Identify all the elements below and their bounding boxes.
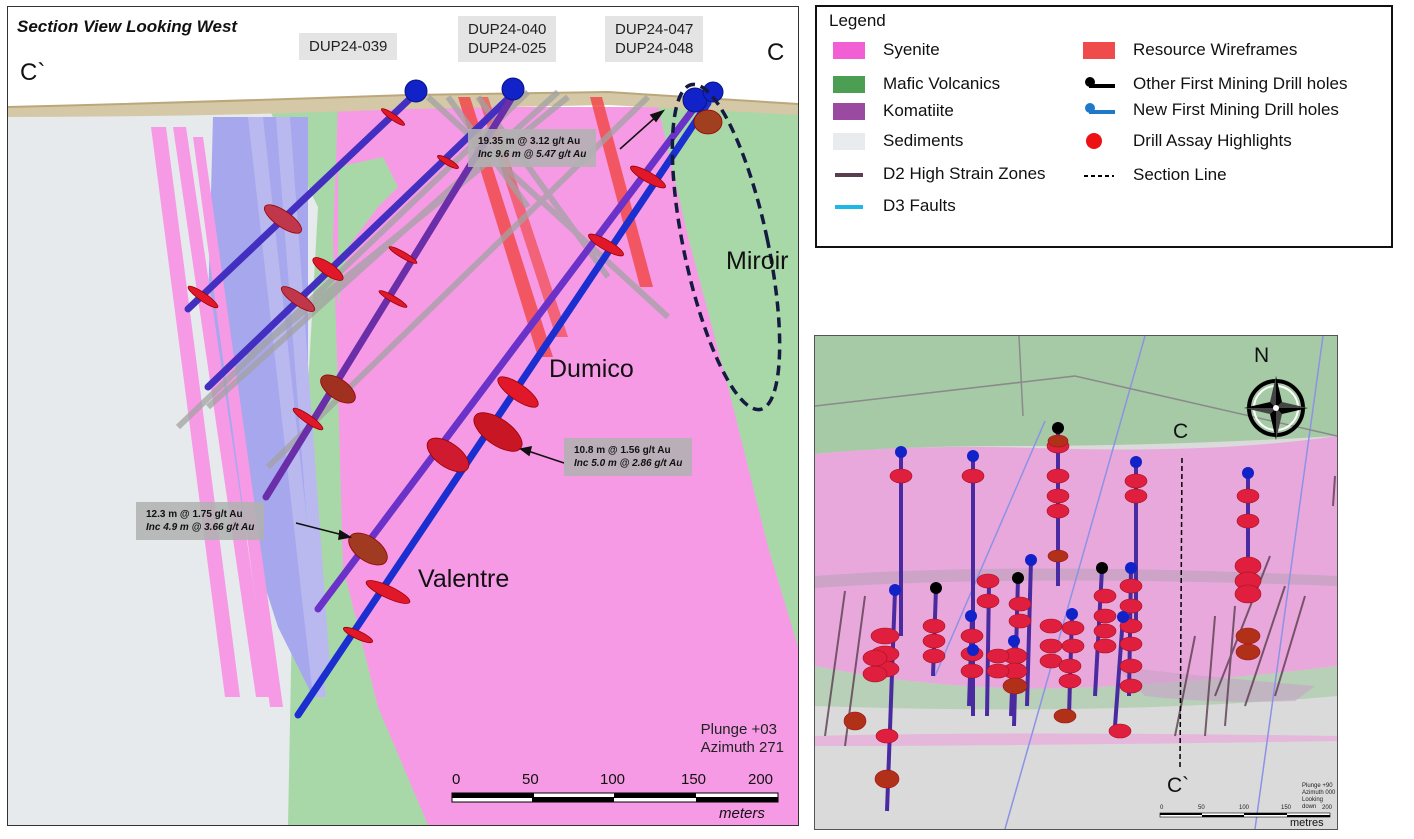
plan-scale-bar xyxy=(1159,812,1331,818)
plan-scale-tick-100: 100 xyxy=(1239,805,1250,811)
scale-tick-200: 200 xyxy=(748,771,774,788)
assay-callout-2: 10.8 m @ 1.56 g/t Au Inc 5.0 m @ 2.86 g/… xyxy=(564,438,693,476)
hole-tag-3: DUP24-047 DUP24-048 xyxy=(605,16,704,62)
plan-scale-tick-50: 50 xyxy=(1198,805,1205,811)
legend-item-mafic-volcanics: Mafic Volcanics xyxy=(833,74,1000,94)
scale-tick-150: 150 xyxy=(681,771,707,788)
view-orientation: Plunge +03 Azimuth 271 xyxy=(700,721,784,756)
plan-view-panel: N C C` Plunge +90 Azimuth 000 Looking do… xyxy=(814,335,1338,830)
resource-wireframes-swatch xyxy=(1083,41,1115,59)
plan-geology-map xyxy=(815,336,1337,829)
legend-item-komatiite: Komatiite xyxy=(833,101,954,121)
scale-tick-100: 100 xyxy=(600,771,626,788)
north-arrow-icon xyxy=(1244,376,1308,440)
sediments-swatch xyxy=(833,132,865,150)
hole-tag-2: DUP24-040 DUP24-025 xyxy=(458,16,557,62)
plan-scale-unit: metres xyxy=(1290,817,1324,829)
komatiite-swatch xyxy=(833,102,865,120)
scale-unit: meters xyxy=(719,805,765,822)
plan-scale-tick-200: 200 xyxy=(1322,805,1333,811)
plan-section-line xyxy=(1179,457,1183,769)
plan-c-bottom-label: C` xyxy=(1167,774,1190,797)
plan-c-top-label: C xyxy=(1173,420,1189,443)
legend-item-resource-wireframes: Resource Wireframes xyxy=(1083,40,1297,60)
legend-item-other-drill-holes: Other First Mining Drill holes xyxy=(1083,74,1347,94)
syenite-swatch xyxy=(833,41,865,59)
plan-scale-tick-150: 150 xyxy=(1281,805,1292,811)
legend: Legend Syenite Mafic Volcanics Komatiite… xyxy=(815,5,1393,248)
zone-label-valentre: Valentre xyxy=(418,565,510,593)
assay-dot-symbol xyxy=(1083,132,1115,150)
section-view-panel: Section View Looking West C` C DUP24-039… xyxy=(7,6,799,826)
plan-view-orientation: Plunge +90 Azimuth 000 Looking down xyxy=(1302,783,1336,810)
hole-tag-1: DUP24-039 xyxy=(299,33,398,60)
legend-item-section-line: Section Line xyxy=(1083,165,1227,185)
legend-item-drill-assay-highlights: Drill Assay Highlights xyxy=(1083,131,1292,151)
section-line-symbol xyxy=(1083,167,1115,184)
plan-north-label: N xyxy=(1254,344,1270,367)
scale-bar xyxy=(451,792,779,803)
plan-scale-tick-0: 0 xyxy=(1160,805,1164,811)
legend-title: Legend xyxy=(829,11,886,30)
scale-tick-0: 0 xyxy=(452,771,461,788)
section-geology-map xyxy=(8,77,798,825)
legend-item-new-drill-holes: New First Mining Drill holes xyxy=(1083,100,1339,120)
d2-line-symbol xyxy=(833,166,865,183)
mafic-volcanics-swatch xyxy=(833,75,865,93)
d3-line-symbol xyxy=(833,198,865,215)
assay-callout-3: 12.3 m @ 1.75 g/t Au Inc 4.9 m @ 3.66 g/… xyxy=(136,502,265,540)
new-hole-symbol xyxy=(1083,102,1115,119)
section-corner-right: C xyxy=(767,39,785,66)
section-corner-left: C` xyxy=(20,59,46,86)
zone-label-dumico: Dumico xyxy=(549,355,634,383)
legend-item-sediments: Sediments xyxy=(833,131,963,151)
zone-label-miroir: Miroir xyxy=(726,247,789,275)
legend-item-d2-high-strain-zones: D2 High Strain Zones xyxy=(833,164,1046,184)
legend-item-syenite: Syenite xyxy=(833,40,940,60)
assay-callout-1: 19.35 m @ 3.12 g/t Au Inc 9.6 m @ 5.47 g… xyxy=(468,129,597,167)
legend-item-d3-faults: D3 Faults xyxy=(833,196,956,216)
scale-tick-50: 50 xyxy=(522,771,539,788)
other-hole-symbol xyxy=(1083,76,1115,93)
section-title: Section View Looking West xyxy=(17,17,238,36)
